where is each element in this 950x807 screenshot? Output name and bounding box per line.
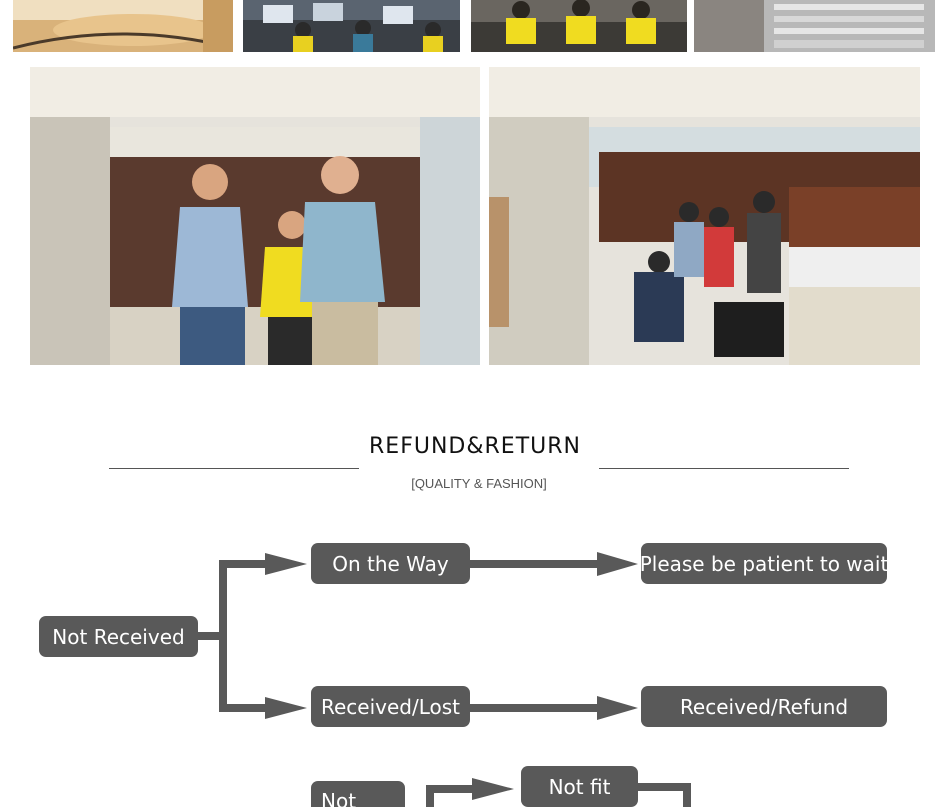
node-received-refund: Received/Refund bbox=[641, 686, 887, 727]
connector-on-the-way bbox=[469, 560, 609, 568]
node-please-wait: Please be patient to wait bbox=[641, 543, 887, 584]
connector-not-fit-out bbox=[637, 783, 691, 791]
connector-lower bbox=[219, 704, 279, 712]
title-rule-left bbox=[109, 468, 359, 469]
connector-stub bbox=[198, 632, 226, 640]
arrow-to-not-fit bbox=[472, 778, 514, 800]
section-title: REFUND&RETURN bbox=[369, 434, 581, 459]
reception-desk-photo bbox=[13, 0, 233, 52]
section-subtitle: [QUALITY & FASHION] bbox=[411, 476, 547, 491]
office-staff-photo bbox=[243, 0, 460, 52]
connector-upper bbox=[219, 560, 279, 568]
arrow-to-please-wait bbox=[597, 552, 638, 576]
arrow-to-received-lost bbox=[265, 697, 307, 719]
node-not-partial: Not bbox=[311, 781, 405, 807]
node-not-received: Not Received bbox=[39, 616, 198, 657]
connector-vertical bbox=[219, 560, 227, 712]
warehouse-photo bbox=[694, 0, 935, 52]
arrow-to-received-refund bbox=[597, 696, 638, 720]
title-rule-right bbox=[599, 468, 849, 469]
node-not-fit: Not fit bbox=[521, 766, 638, 807]
connector-bottom-horizontal bbox=[426, 785, 486, 793]
arrow-to-on-the-way bbox=[265, 553, 307, 575]
connector-bottom-vertical bbox=[426, 787, 434, 807]
connector-received-lost bbox=[469, 704, 609, 712]
trade-fair-booth-photo bbox=[489, 67, 920, 365]
trade-fair-group-photo bbox=[30, 67, 480, 365]
node-on-the-way: On the Way bbox=[311, 543, 470, 584]
connector-not-fit-down bbox=[683, 783, 691, 807]
node-received-lost: Received/Lost bbox=[311, 686, 470, 727]
workers-photo bbox=[471, 0, 687, 52]
